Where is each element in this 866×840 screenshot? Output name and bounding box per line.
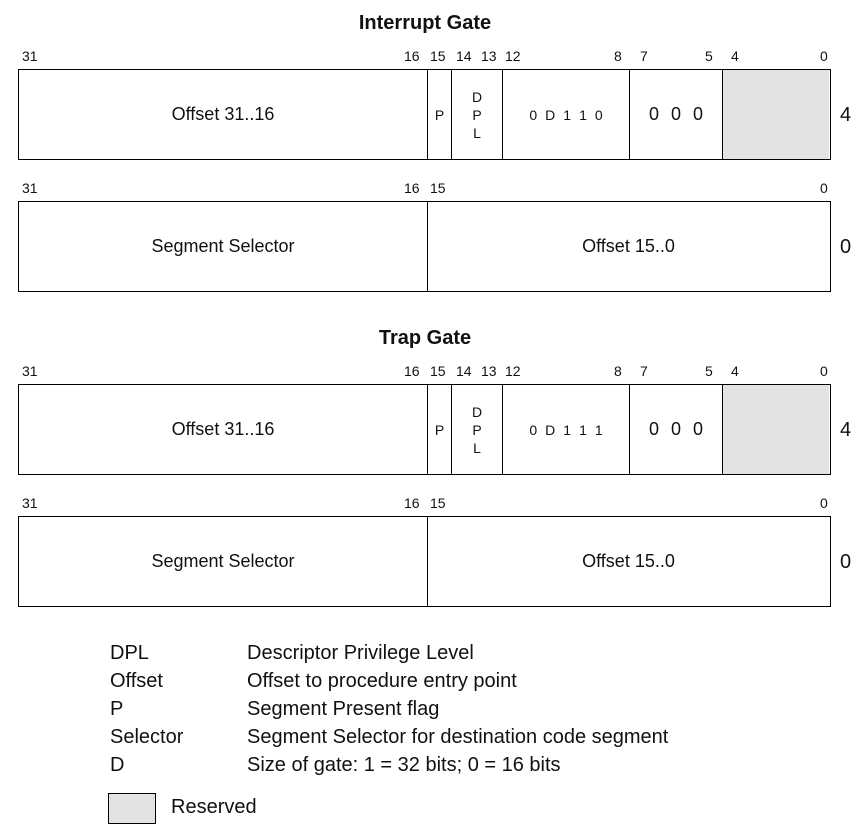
dword-offset: 0 xyxy=(840,236,852,258)
offset-high-field: Offset 31..16 xyxy=(19,70,428,159)
type-field: 0 D 1 1 1 xyxy=(503,385,630,474)
reserved-key-swatch xyxy=(108,793,156,824)
zero-bit: 0 xyxy=(648,104,659,124)
legend-term: D xyxy=(110,754,125,776)
dpl-letter: D xyxy=(471,88,483,105)
bit-number: 15 xyxy=(430,48,446,64)
reserved-key-label: Reserved xyxy=(171,796,257,818)
zero-bits-field: 0 0 0 xyxy=(630,70,723,159)
bit-number: 12 xyxy=(505,48,521,64)
interrupt-gate-lower-dword: Segment Selector Offset 15..0 xyxy=(18,201,831,292)
bit-number: 31 xyxy=(22,180,38,196)
zero-bit: 0 xyxy=(693,419,704,439)
bit-number: 31 xyxy=(22,363,38,379)
legend-row: P Segment Present flag xyxy=(110,695,668,723)
bit-number: 4 xyxy=(731,363,739,379)
legend-row: Offset Offset to procedure entry point xyxy=(110,667,668,695)
interrupt-gate-upper-dword: Offset 31..16 P D P L 0 D 1 1 0 0 0 0 xyxy=(18,69,831,160)
bit-number: 12 xyxy=(505,363,521,379)
zero-bits-field: 0 0 0 xyxy=(630,385,723,474)
bit-number: 14 xyxy=(456,48,472,64)
type-bit: 1 xyxy=(563,106,572,123)
legend-description: Segment Present flag xyxy=(247,698,440,720)
type-bit: D xyxy=(545,421,556,438)
bit-number: 4 xyxy=(731,48,739,64)
legend-description: Offset to procedure entry point xyxy=(247,670,517,692)
type-bit: D xyxy=(545,106,556,123)
type-field: 0 D 1 1 0 xyxy=(503,70,630,159)
type-bit: 1 xyxy=(579,421,587,438)
bit-number: 8 xyxy=(614,363,622,379)
bit-number: 31 xyxy=(22,48,38,64)
dword-offset: 0 xyxy=(840,551,852,573)
bit-number: 0 xyxy=(820,180,828,196)
zero-bit: 0 xyxy=(670,104,681,124)
legend-row: D Size of gate: 1 = 32 bits; 0 = 16 bits xyxy=(110,751,668,779)
bit-number: 13 xyxy=(481,363,497,379)
dword-offset: 4 xyxy=(840,419,852,441)
bit-number: 16 xyxy=(404,495,420,511)
bit-number: 15 xyxy=(430,180,446,196)
bit-number: 16 xyxy=(404,363,420,379)
bit-number: 5 xyxy=(705,48,713,64)
legend-row: DPL Descriptor Privilege Level xyxy=(110,639,668,667)
segment-selector-field: Segment Selector xyxy=(19,202,428,291)
bit-number: 15 xyxy=(430,363,446,379)
type-bit: 1 xyxy=(594,421,603,438)
type-bit: 0 xyxy=(529,421,538,438)
dpl-letter: L xyxy=(473,124,481,141)
dpl-field: D P L xyxy=(452,70,503,159)
bit-number: 16 xyxy=(404,180,420,196)
legend-description: Segment Selector for destination code se… xyxy=(247,726,669,748)
reserved-field xyxy=(723,70,829,159)
legend: DPL Descriptor Privilege Level Offset Of… xyxy=(110,639,668,779)
segment-selector-field: Segment Selector xyxy=(19,517,428,606)
bit-number: 14 xyxy=(456,363,472,379)
legend-term: Selector xyxy=(110,726,184,748)
type-bit: 0 xyxy=(594,106,603,123)
interrupt-gate-title: Interrupt Gate xyxy=(358,12,492,34)
dpl-letter: P xyxy=(472,106,482,123)
legend-row: Selector Segment Selector for destinatio… xyxy=(110,723,668,751)
legend-term: P xyxy=(110,698,124,720)
reserved-field xyxy=(723,385,829,474)
zero-bit: 0 xyxy=(693,104,704,124)
present-flag-field: P xyxy=(428,385,452,474)
offset-high-field: Offset 31..16 xyxy=(19,385,428,474)
dpl-letter: D xyxy=(471,403,483,420)
trap-gate-lower-dword: Segment Selector Offset 15..0 xyxy=(18,516,831,607)
zero-bit: 0 xyxy=(648,419,659,439)
bit-number: 13 xyxy=(481,48,497,64)
trap-gate-upper-dword: Offset 31..16 P D P L 0 D 1 1 1 0 0 0 xyxy=(18,384,831,475)
present-flag-field: P xyxy=(428,70,452,159)
type-bit: 1 xyxy=(563,421,572,438)
dword-offset: 4 xyxy=(840,104,852,126)
bit-number: 15 xyxy=(430,495,446,511)
legend-description: Descriptor Privilege Level xyxy=(247,642,474,664)
offset-low-field: Offset 15..0 xyxy=(582,236,675,256)
bit-number: 0 xyxy=(820,48,828,64)
dpl-letter: P xyxy=(472,421,482,438)
legend-description: Size of gate: 1 = 32 bits; 0 = 16 bits xyxy=(247,754,561,776)
bit-number: 7 xyxy=(640,363,648,379)
trap-gate-title: Trap Gate xyxy=(378,327,472,349)
dpl-letter: L xyxy=(473,439,481,456)
bit-number: 0 xyxy=(820,363,828,379)
legend-term: DPL xyxy=(110,642,149,664)
bit-number: 8 xyxy=(614,48,622,64)
dpl-field: D P L xyxy=(452,385,503,474)
bit-number: 5 xyxy=(705,363,713,379)
offset-low-field: Offset 15..0 xyxy=(582,551,675,571)
zero-bit: 0 xyxy=(670,419,681,439)
bit-number: 7 xyxy=(640,48,648,64)
legend-term: Offset xyxy=(110,670,163,692)
bit-number: 0 xyxy=(820,495,828,511)
type-bit: 1 xyxy=(579,106,587,123)
bit-number: 31 xyxy=(22,495,38,511)
type-bit: 0 xyxy=(529,106,538,123)
bit-number: 16 xyxy=(404,48,420,64)
